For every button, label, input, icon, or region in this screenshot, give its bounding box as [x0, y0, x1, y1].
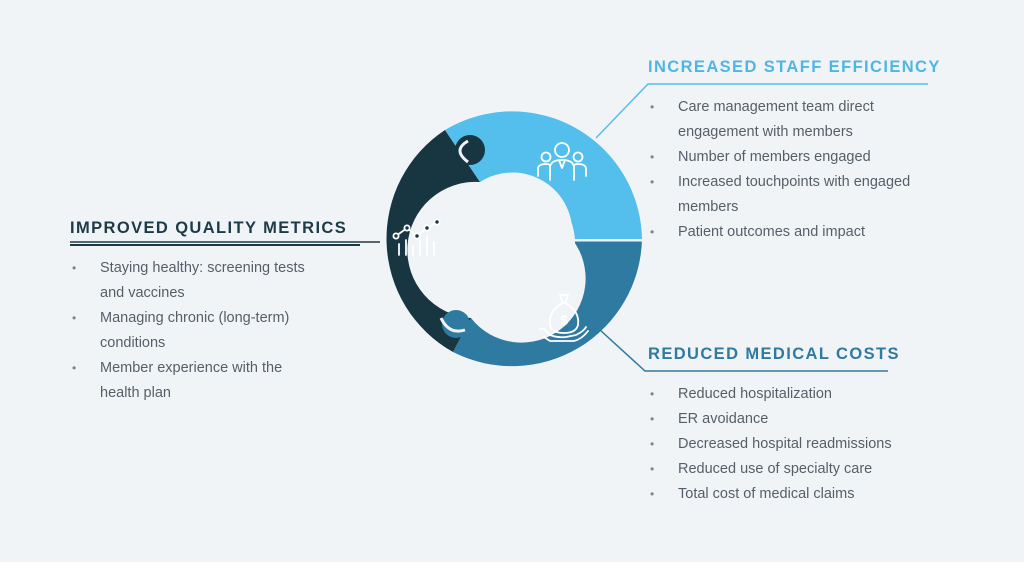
section-improved-quality: IMPROVED QUALITY METRICS Staying healthy… [70, 219, 360, 406]
list-item: health plan [100, 384, 171, 401]
list-item: Member experience with the [70, 356, 360, 381]
list-item: Patient outcomes and impact [648, 220, 968, 245]
list-item: Staying healthy: screening tests [70, 256, 360, 281]
connector-line-efficiency [595, 83, 928, 139]
title-rule-quality [70, 244, 360, 246]
chart-trend-icon [392, 218, 441, 256]
list-item: ER avoidance [648, 407, 948, 432]
list-item: and vaccines [100, 284, 185, 301]
ring-center [451, 181, 575, 305]
money-bag-hand-icon: $ [539, 294, 589, 342]
list-item: Decreased hospital readmissions [648, 432, 948, 457]
section-medical-costs: REDUCED MEDICAL COSTS Reduced hospitaliz… [648, 345, 948, 507]
title-rule-costs [648, 370, 888, 372]
list-item: Total cost of medical claims [648, 482, 948, 507]
section-title-efficiency: INCREASED STAFF EFFICIENCY [648, 58, 941, 76]
section-title-costs: REDUCED MEDICAL COSTS [648, 345, 900, 363]
list-item: conditions [100, 334, 166, 351]
section-staff-efficiency: INCREASED STAFF EFFICIENCY Care manageme… [648, 58, 968, 245]
title-rule-efficiency [648, 83, 928, 85]
list-item: Reduced hospitalization [648, 382, 948, 407]
list-item: Number of members engaged [648, 145, 968, 170]
list-item: Reduced use of specialty care [648, 457, 948, 482]
list-item: engagement with members [678, 123, 853, 140]
connector-line-costs [599, 329, 888, 372]
costs-list: Reduced hospitalization ER avoidance Dec… [648, 382, 948, 507]
team-icon [537, 142, 587, 181]
list-item: Managing chronic (long-term) [70, 306, 360, 331]
list-item: Care management team direct [648, 95, 968, 120]
section-title-quality: IMPROVED QUALITY METRICS [70, 219, 348, 237]
svg-text:$: $ [560, 312, 568, 328]
list-item: Increased touchpoints with engaged [648, 170, 968, 195]
efficiency-list: Care management team direct engagement w… [648, 95, 968, 245]
quality-list: Staying healthy: screening tests and vac… [70, 256, 360, 406]
puzzle-piece-medical-costs [453, 226, 642, 367]
list-item: members [678, 198, 739, 215]
